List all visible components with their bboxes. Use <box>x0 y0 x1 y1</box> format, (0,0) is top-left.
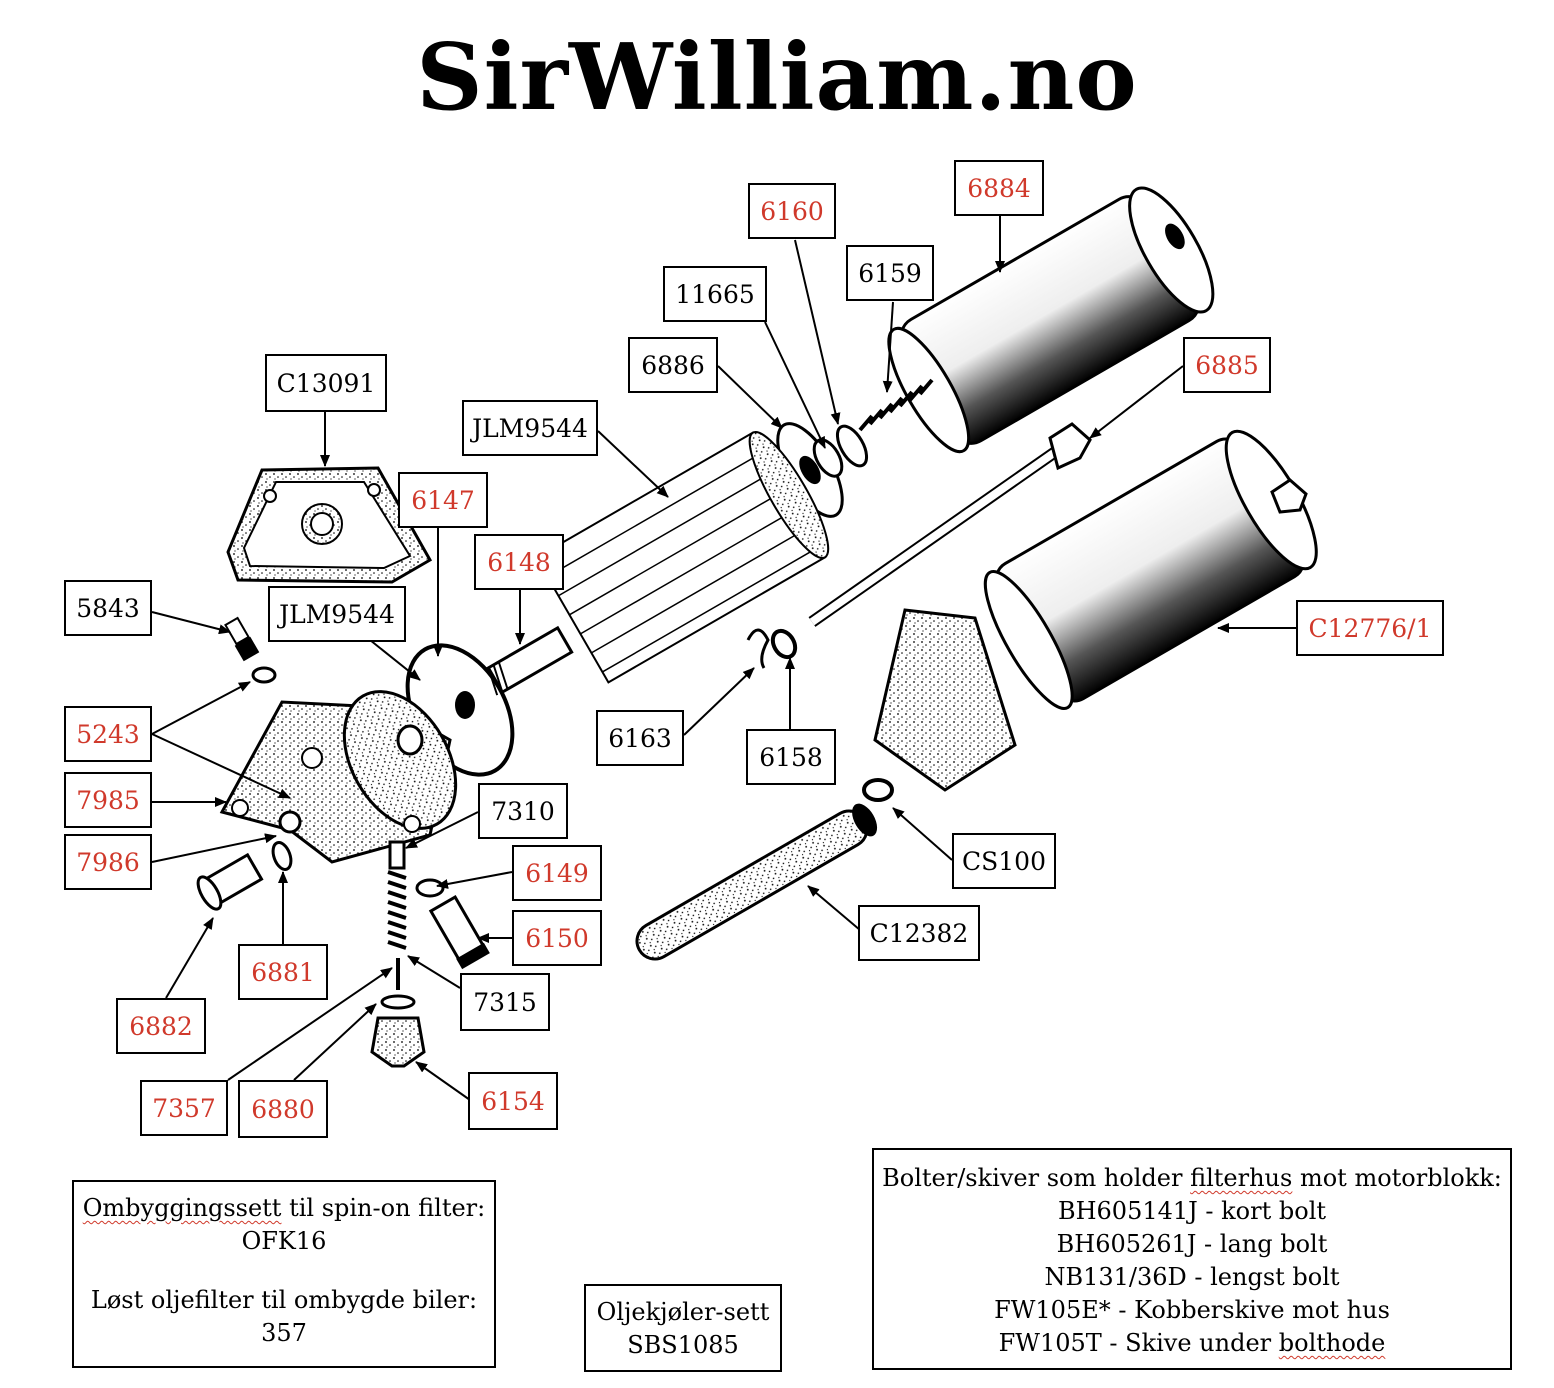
bolt-line: NB131/36D - lengst bolt <box>1044 1263 1340 1291</box>
label-jlm9544-seal: JLM9544 <box>268 586 406 642</box>
label-11665: 11665 <box>663 266 767 322</box>
loose-filter-code: 357 <box>261 1319 307 1347</box>
filter-assembly-c12776 <box>873 429 1318 792</box>
label-6885: 6885 <box>1183 337 1271 393</box>
label-6159: 6159 <box>846 245 934 301</box>
label-6163: 6163 <box>596 710 684 766</box>
filter-head-housing <box>219 690 458 864</box>
bolt-line: FW105E* - Kobberskive mot hus <box>994 1296 1390 1324</box>
label-7310: 7310 <box>478 783 568 839</box>
bolts-header-word: filterhus <box>1190 1164 1293 1192</box>
adaptor-6882 <box>196 852 264 911</box>
washer-6149 <box>415 878 445 898</box>
oil-cooler-kit-text: Oljekjøler-sett <box>596 1298 770 1326</box>
label-c13091: C13091 <box>265 354 387 412</box>
bolt-line: BH605141J - kort bolt <box>1057 1197 1327 1225</box>
bolt-last-word: bolthode <box>1278 1329 1386 1357</box>
label-6886: 6886 <box>628 337 718 393</box>
label-6882: 6882 <box>116 998 206 1054</box>
conversion-kit-text: til spin-on filter: <box>281 1194 486 1222</box>
bolts-header-b: mot motorblokk: <box>1292 1164 1502 1192</box>
spring-6159 <box>858 378 934 432</box>
label-6881: 6881 <box>238 944 328 1000</box>
label-7985: 7985 <box>64 772 152 828</box>
label-jlm9544-element: JLM9544 <box>462 400 598 456</box>
label-6880: 6880 <box>238 1080 328 1138</box>
bolts-header-a: Bolter/skiver som holder <box>882 1164 1191 1192</box>
bolt-6150 <box>428 894 490 970</box>
label-6160: 6160 <box>748 183 836 239</box>
label-6148: 6148 <box>474 534 564 590</box>
label-cs100: CS100 <box>952 833 1056 889</box>
filter-element-jlm9544 <box>535 431 830 684</box>
label-c12382: C12382 <box>858 905 980 961</box>
washer-5243 <box>251 666 277 684</box>
label-5843: 5843 <box>64 580 152 636</box>
label-7315: 7315 <box>460 973 550 1031</box>
label-6150: 6150 <box>512 910 602 966</box>
label-6149: 6149 <box>512 845 602 901</box>
filter-canister-6884 <box>887 186 1215 454</box>
clip-6163 <box>746 628 770 669</box>
label-c12776: C12776/1 <box>1296 600 1444 656</box>
label-6884: 6884 <box>954 160 1044 216</box>
gasket-c13091 <box>226 466 433 584</box>
label-6147: 6147 <box>398 472 488 528</box>
centre-bolt-6148 <box>486 625 574 696</box>
oil-cooler-kit-code: SBS1085 <box>627 1331 739 1359</box>
label-6154: 6154 <box>468 1072 558 1130</box>
loose-filter-text: Løst oljefilter til ombygde biler: <box>90 1286 478 1314</box>
bolt-line: BH605261J - lang bolt <box>1056 1230 1328 1258</box>
sensor-5843 <box>224 616 260 662</box>
long-bolt-6885 <box>808 422 1092 627</box>
oil-cooler-kit-box: Oljekjøler-sett SBS1085 <box>584 1284 782 1372</box>
hose-c12382 <box>635 803 878 961</box>
conversion-kit-box: Ombyggingssett til spin-on filter: OFK16… <box>72 1180 496 1368</box>
washers-6886-11665-6160 <box>776 422 869 518</box>
label-7357: 7357 <box>140 1080 228 1136</box>
site-title: SirWilliam.no <box>416 23 1138 131</box>
hose-clip-cs100 <box>862 778 894 802</box>
mounting-bolts-box: Bolter/skiver som holder filterhus mot m… <box>872 1148 1512 1370</box>
bolt-last-a: FW105T - Skive under <box>998 1329 1279 1357</box>
leader-lines <box>151 215 1296 1101</box>
label-5243: 5243 <box>64 706 152 762</box>
relief-valve-parts <box>370 840 426 1068</box>
washer-6158 <box>770 628 798 660</box>
label-7986: 7986 <box>64 834 152 890</box>
conversion-kit-code: OFK16 <box>241 1227 327 1255</box>
conversion-kit-word: Ombyggingssett <box>82 1194 282 1222</box>
label-6158: 6158 <box>746 729 836 785</box>
washer-6881 <box>271 841 293 871</box>
